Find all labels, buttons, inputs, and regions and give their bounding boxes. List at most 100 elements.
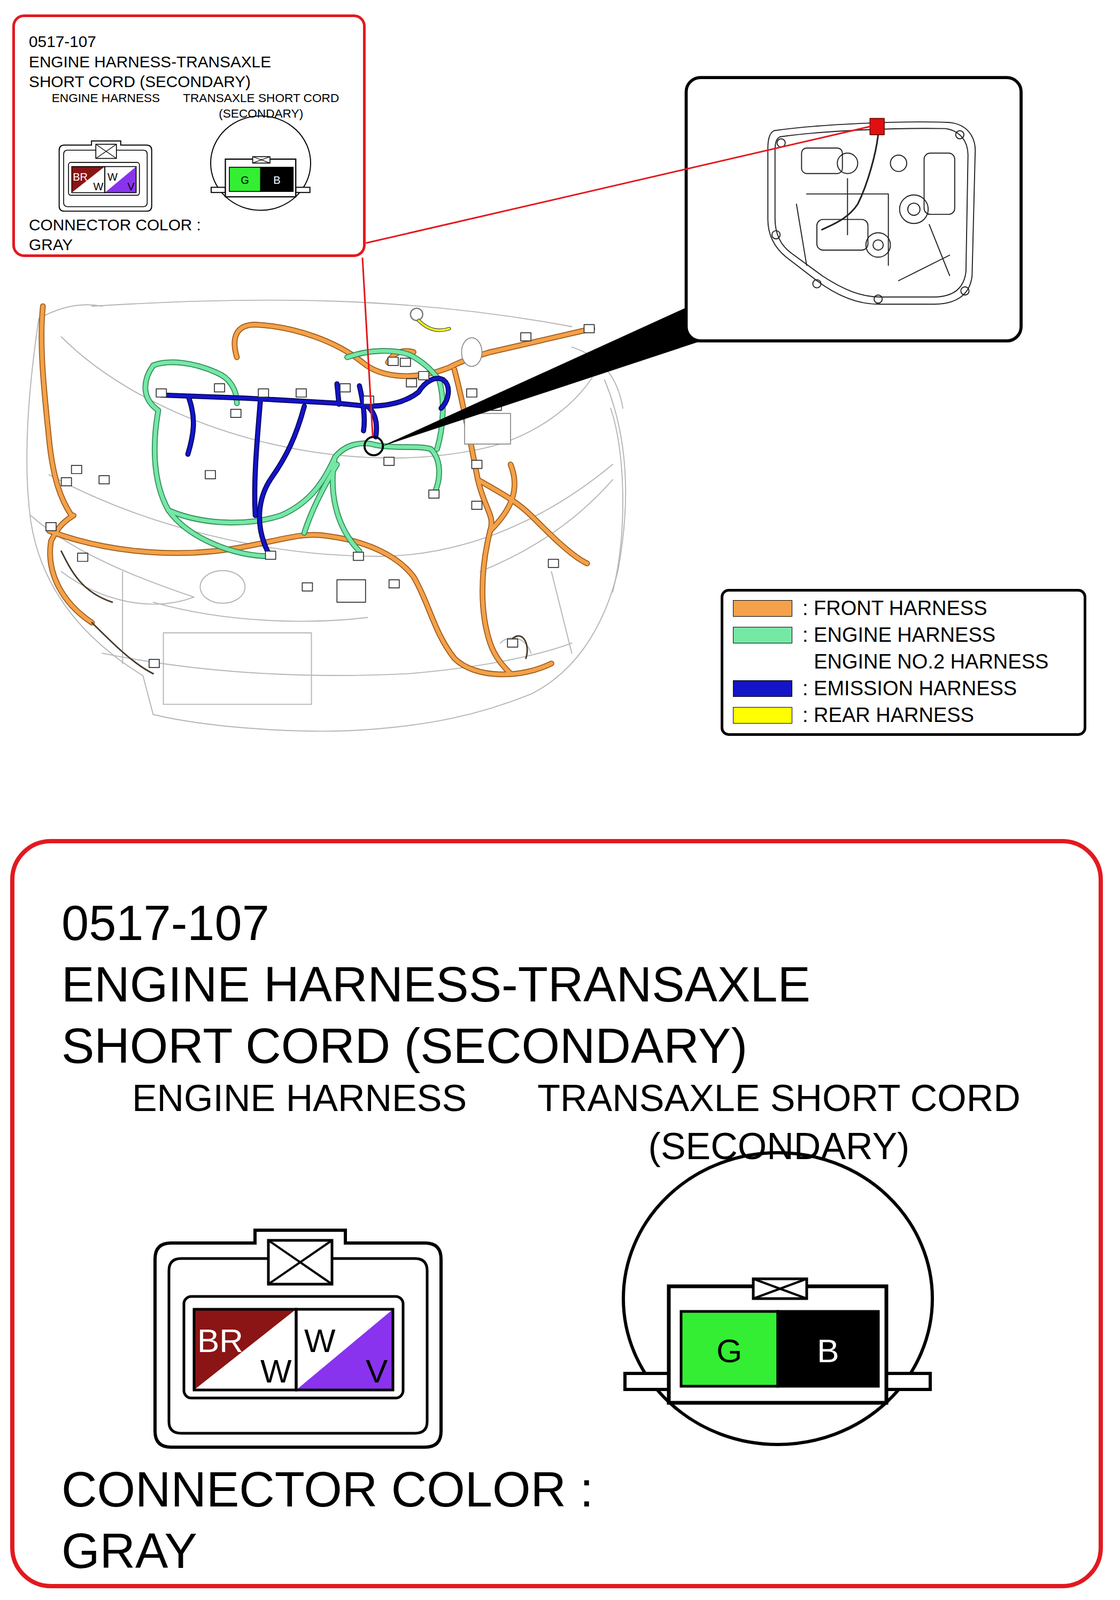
transaxle-inset <box>767 121 976 305</box>
engine-harness <box>145 365 271 557</box>
harness-connectors <box>418 371 429 380</box>
transaxle-inset <box>955 130 964 139</box>
transaxle-inset <box>775 128 969 298</box>
engine-harness <box>332 457 360 552</box>
pin-label: V <box>365 1355 388 1389</box>
harness-connectors <box>461 337 482 367</box>
engine-harness <box>346 351 443 450</box>
harness-connectors <box>258 389 269 398</box>
harness-connectors <box>363 396 374 405</box>
emission-harness <box>367 378 449 409</box>
legend-row: : FRONT HARNESS <box>732 595 1084 622</box>
emission-harness <box>161 378 449 552</box>
harness-connectors <box>45 522 57 531</box>
front-harness <box>490 328 593 353</box>
transaxle-inset <box>816 219 869 251</box>
part-number: 0517-107 <box>61 892 864 955</box>
transaxle-inset <box>686 77 1022 342</box>
engine-harness <box>332 457 360 552</box>
engine-harness <box>304 464 337 534</box>
engine-harness <box>145 351 443 557</box>
pin-label: BR <box>197 1324 244 1358</box>
harness-connectors <box>205 470 216 480</box>
front-harness <box>41 306 593 675</box>
emission-harness <box>336 383 339 405</box>
emission-harness <box>259 406 305 552</box>
engine-harness <box>168 443 376 523</box>
car-body <box>26 300 626 732</box>
legend-box: : FRONT HARNESS: ENGINE HARNESS ENGINE N… <box>720 589 1087 737</box>
harness-connectors <box>389 580 400 589</box>
leader-line <box>362 258 373 436</box>
harness-connectors <box>471 460 482 469</box>
harness-connectors <box>548 559 559 568</box>
harness-connectors <box>296 389 307 398</box>
emission-harness <box>254 400 261 516</box>
pin-label: W <box>93 181 104 192</box>
emission-harness <box>187 398 193 455</box>
rear-harness <box>418 320 450 331</box>
transaxle-inset <box>796 178 950 281</box>
connector-drawing <box>155 1153 933 1448</box>
callout-box: 0517-107ENGINE HARNESS-TRANSAXLE SHORT C… <box>12 14 366 258</box>
engine-harness <box>375 445 440 493</box>
callout-ground <box>13 15 365 257</box>
emission-harness <box>254 400 261 516</box>
transaxle-inset <box>866 232 891 258</box>
harness-connectors <box>45 324 595 668</box>
harness-connectors <box>428 490 439 499</box>
front-harness <box>61 551 113 603</box>
transaxle-inset <box>873 240 884 251</box>
transaxle-inset <box>767 121 976 305</box>
harness-connectors <box>214 383 225 392</box>
car-body <box>91 300 573 328</box>
front-harness <box>41 306 72 516</box>
transaxle-inset <box>686 77 1022 342</box>
emission-harness <box>187 398 193 455</box>
engine-harness <box>145 365 271 557</box>
connector-color: CONNECTOR COLOR : GRAY <box>28 214 220 255</box>
car-body <box>30 515 195 605</box>
legend-swatch <box>732 707 793 724</box>
front-harness <box>49 530 552 675</box>
car-body <box>199 570 245 604</box>
front-harness <box>477 480 587 565</box>
harness-connectors <box>584 324 595 333</box>
harness-connectors <box>353 552 364 561</box>
harness-connectors <box>507 639 518 648</box>
transaxle-inset <box>960 287 969 296</box>
cord-name: TRANSAXLE SHORT CORD (SECONDARY) <box>174 90 348 122</box>
harness-connectors <box>466 389 477 398</box>
harness-connectors <box>383 457 395 466</box>
transaxle-inset <box>801 148 843 174</box>
pointer-wedge <box>380 306 705 448</box>
front-harness <box>41 306 72 516</box>
engine-harness <box>168 443 376 523</box>
connector-drawing <box>59 116 311 212</box>
front-harness <box>41 306 593 675</box>
emission-harness <box>161 378 449 552</box>
pin-label: W <box>107 171 118 183</box>
callout-box: 0517-107ENGINE HARNESS-TRANSAXLE SHORT C… <box>10 839 1103 1589</box>
pin-label: W <box>260 1355 292 1389</box>
car-body <box>122 572 572 664</box>
emission-harness <box>161 378 449 552</box>
car-body <box>610 408 623 593</box>
transaxle-inset <box>890 155 908 172</box>
emission-harness <box>336 383 339 405</box>
legend-row: : EMISSION HARNESS <box>732 675 1084 702</box>
callout-ground <box>12 841 1101 1587</box>
emission-harness <box>367 378 449 409</box>
harness-connectors <box>464 413 511 445</box>
rear-harness <box>410 308 423 321</box>
harness-connectors <box>77 553 88 562</box>
engine-harness <box>145 351 443 557</box>
harness-name: ENGINE HARNESS <box>112 1074 487 1123</box>
transaxle-inset <box>771 230 780 239</box>
harness-connectors <box>71 465 82 474</box>
pin-label: B <box>273 174 281 186</box>
pin-label: G <box>240 174 250 186</box>
transaxle-inset <box>907 203 921 216</box>
